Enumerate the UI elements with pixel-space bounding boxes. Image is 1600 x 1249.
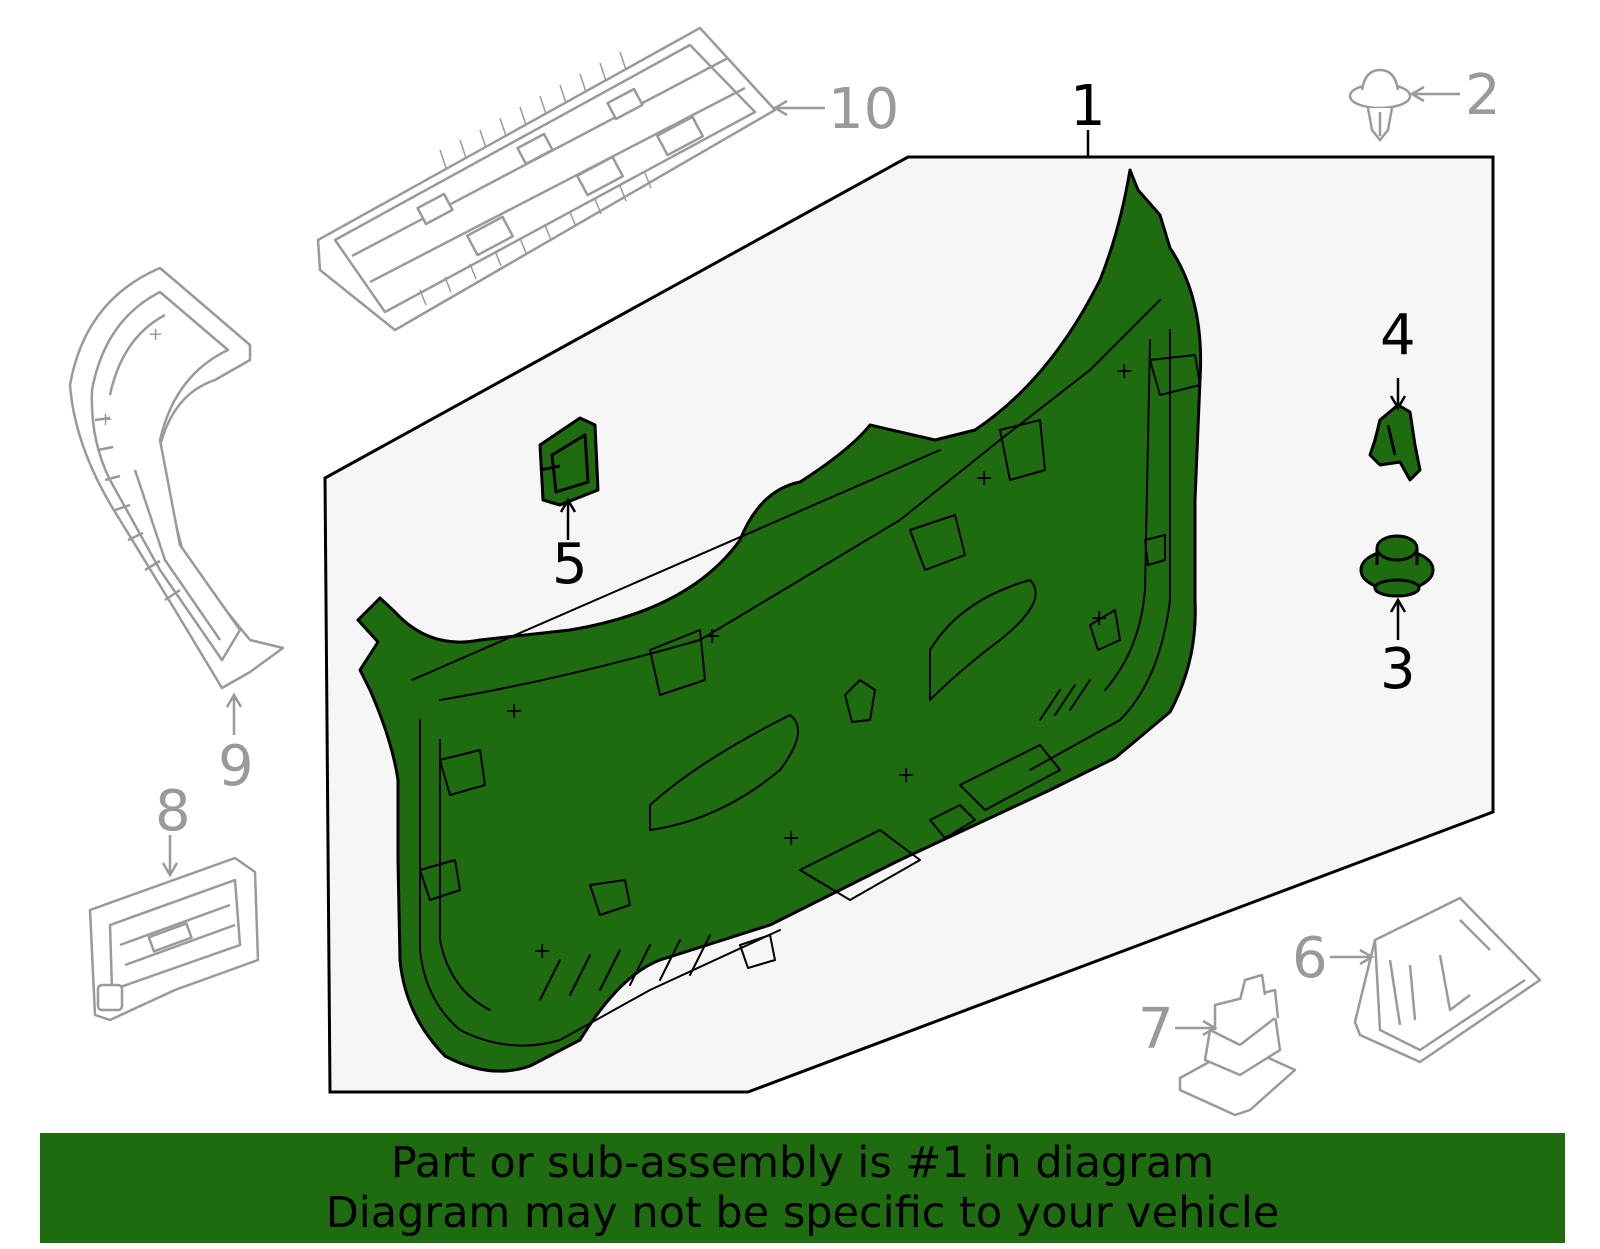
callout-9: 9 (218, 734, 254, 799)
part-2-push-pin (1348, 68, 1412, 142)
part-10-trim-strip (316, 26, 777, 332)
part-5-clip (538, 416, 600, 507)
part-1-trim-panel: + + + + + + + + (356, 168, 1203, 1073)
svg-text:+: + (505, 699, 523, 724)
callout-7: 7 (1138, 997, 1174, 1062)
svg-text:+: + (782, 826, 800, 851)
callout-2: 2 (1465, 63, 1501, 128)
callout-8: 8 (155, 779, 191, 844)
trim-panel-body (356, 168, 1203, 1073)
callout-4: 4 (1380, 303, 1416, 368)
part-8-bracket (88, 856, 260, 1022)
svg-text:+: + (533, 939, 551, 964)
part-6-block (1353, 896, 1542, 1064)
callout-3: 3 (1380, 637, 1416, 702)
callout-10: 10 (828, 77, 899, 142)
svg-text:+: + (98, 409, 113, 430)
leader-lines (161, 85, 1460, 1037)
info-banner: Part or sub-assembly is #1 in diagram Di… (40, 1133, 1565, 1243)
callout-5: 5 (552, 532, 588, 597)
svg-text:+: + (703, 624, 721, 649)
svg-text:+: + (1115, 359, 1133, 384)
part-4-clip (1368, 403, 1422, 482)
callout-6: 6 (1292, 926, 1328, 991)
banner-line-1: Part or sub-assembly is #1 in diagram (390, 1138, 1215, 1188)
svg-text:+: + (1090, 606, 1108, 631)
svg-text:+: + (148, 324, 163, 345)
banner-line-2: Diagram may not be specific to your vehi… (325, 1188, 1280, 1238)
part-7-clip (1178, 973, 1297, 1117)
callout-1: 1 (1070, 74, 1106, 139)
part-3-grommet (1359, 534, 1435, 598)
svg-text:+: + (897, 763, 915, 788)
svg-text:+: + (975, 466, 993, 491)
part-9-side-trim: + + (68, 266, 285, 690)
